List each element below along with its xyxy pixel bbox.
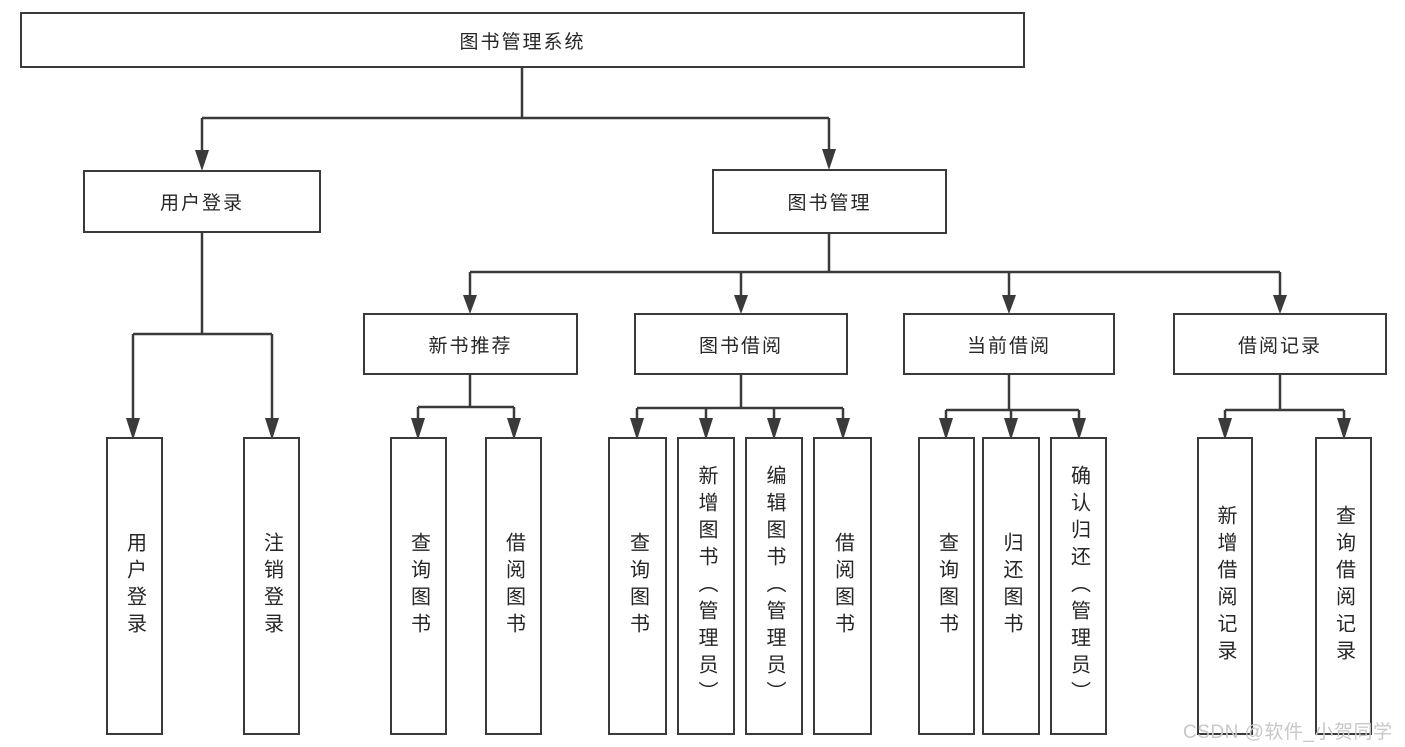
csdn-watermark: CSDN @软件_小贺同学 <box>1183 722 1393 743</box>
node-new-book-recommendation: 新书推荐 <box>363 313 578 375</box>
node-leaf-query-borrow-record: 查询借阅记录 <box>1315 437 1372 735</box>
node-leaf-edit-book-admin: 编辑图书（管理员） <box>745 437 803 735</box>
node-book-borrowing: 图书借阅 <box>634 313 848 375</box>
node-leaf-return-book: 归还图书 <box>982 437 1040 735</box>
arrowheads <box>126 149 1351 440</box>
node-book-management-branch: 图书管理 <box>712 169 947 234</box>
node-leaf-query-books-current: 查询图书 <box>918 437 975 735</box>
node-leaf-logout: 注销登录 <box>243 437 300 735</box>
node-leaf-add-book-admin: 新增图书（管理员） <box>677 437 735 735</box>
node-leaf-query-books-borrowing: 查询图书 <box>608 437 667 735</box>
node-library-management-system: 图书管理系统 <box>20 12 1025 68</box>
node-leaf-borrow-books-recommend: 借阅图书 <box>485 437 542 735</box>
node-borrowing-records: 借阅记录 <box>1173 313 1387 375</box>
node-user-login-branch: 用户登录 <box>83 170 321 233</box>
node-leaf-borrow-books: 借阅图书 <box>813 437 872 735</box>
node-leaf-confirm-return-admin: 确认归还（管理员） <box>1050 437 1107 735</box>
node-leaf-add-borrow-record: 新增借阅记录 <box>1197 437 1253 735</box>
node-leaf-user-login: 用户登录 <box>106 437 163 735</box>
node-current-borrowing: 当前借阅 <box>903 313 1115 375</box>
node-leaf-query-books-recommend: 查询图书 <box>390 437 447 735</box>
